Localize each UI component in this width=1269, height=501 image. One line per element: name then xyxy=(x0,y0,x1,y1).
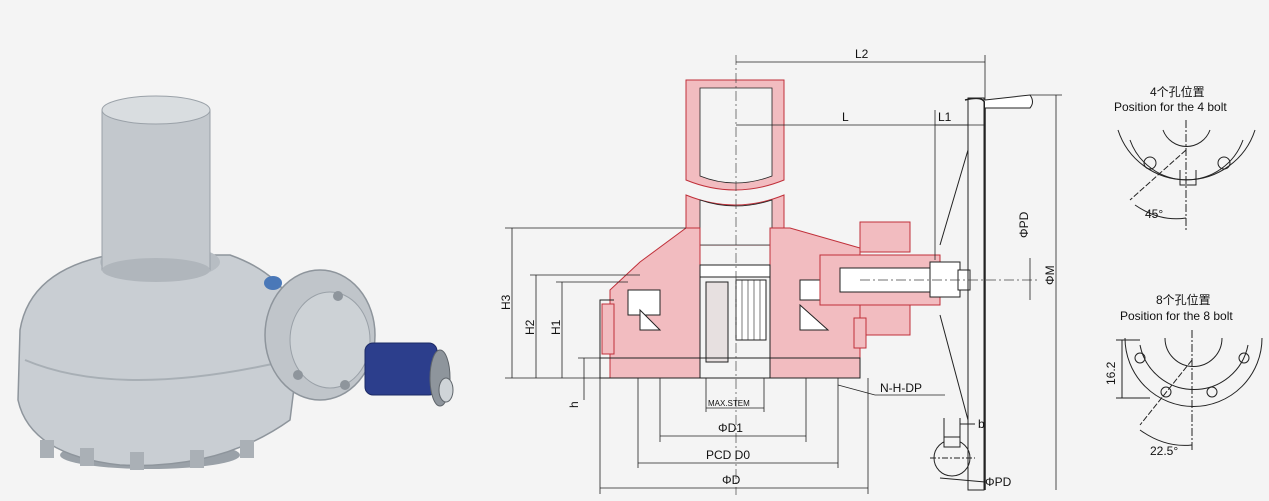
dim-d1: ΦD1 xyxy=(718,421,743,435)
bolt8-angle: 22.5° xyxy=(1150,444,1178,458)
flange-8-bolt xyxy=(1116,330,1263,450)
dim-l1: L1 xyxy=(938,110,952,124)
dim-h1: H1 xyxy=(549,319,563,335)
bolt8-title-cn: 8个孔位置 xyxy=(1156,292,1211,307)
dim-pcd: PCD D0 xyxy=(706,448,750,462)
bolt4-title-cn: 4个孔位置 xyxy=(1150,84,1205,99)
bolt4-title-en: Position for the 4 bolt xyxy=(1114,100,1227,114)
dim-max-stem: MAX.STEM xyxy=(708,399,750,408)
bolt4-angle: 45° xyxy=(1145,207,1163,221)
dim-h3: H3 xyxy=(499,294,513,310)
dim-phi-m: ΦM xyxy=(1043,265,1057,285)
dim-b: b xyxy=(978,417,985,431)
section-view xyxy=(599,79,1033,491)
flange-4-bolt xyxy=(1117,120,1256,230)
dim-h2: H2 xyxy=(523,319,537,335)
dim-l: L xyxy=(842,110,849,124)
bolt8-title-en: Position for the 8 bolt xyxy=(1120,309,1233,323)
bolt8-dim: 16.2 xyxy=(1104,361,1118,385)
gearbox-photo xyxy=(17,95,454,470)
dim-phi-pd-shaft: ΦPD xyxy=(985,475,1012,489)
dim-nhdp: N-H-DP xyxy=(880,381,922,395)
dim-l2: L2 xyxy=(855,47,869,61)
upper-stem-tube xyxy=(685,79,785,246)
shaft-keyway-section xyxy=(930,418,986,483)
dim-h: h xyxy=(567,401,581,408)
dim-d: ΦD xyxy=(722,473,741,487)
centerlines xyxy=(735,55,1040,495)
dimension-lines xyxy=(505,55,1062,494)
dim-phi-pd-vertical: ΦPD xyxy=(1017,211,1031,238)
